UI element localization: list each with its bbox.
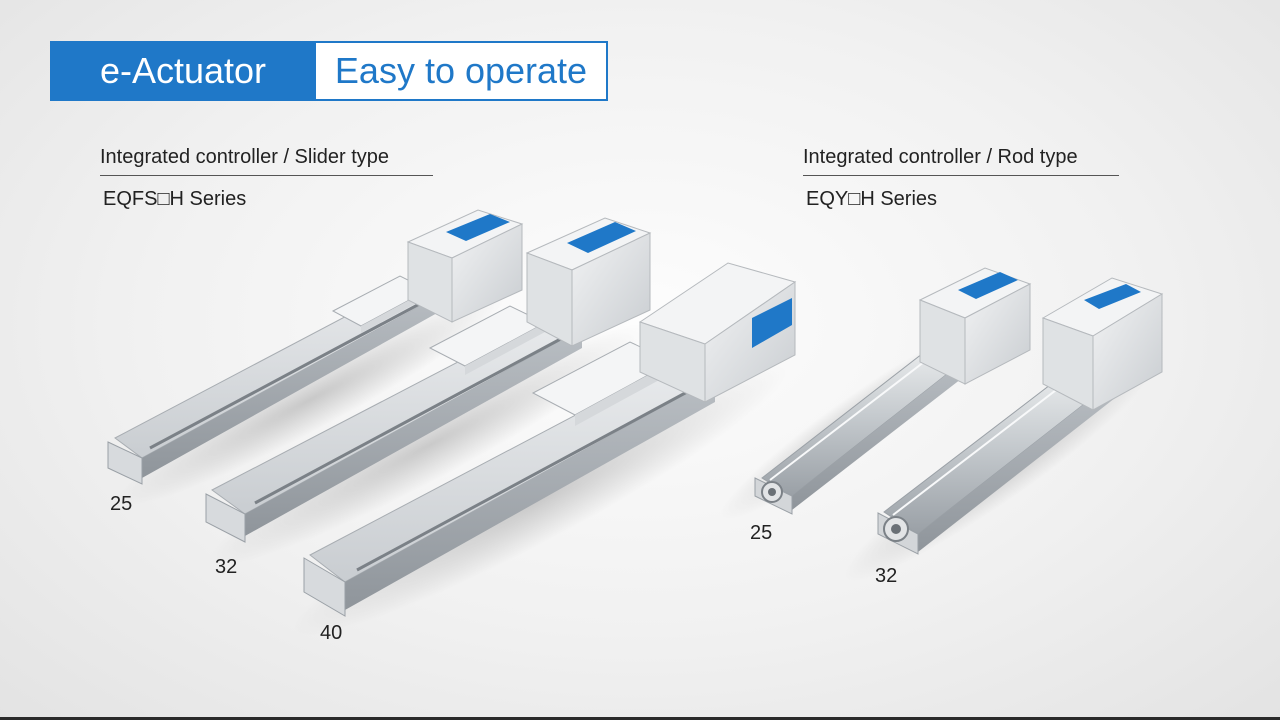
slider-actuator-40: [292, 262, 797, 637]
slider-size-25-label: 25: [110, 493, 133, 515]
rod-type-title: Integrated controller / Rod type: [803, 146, 1119, 176]
slider-size-40-label: 40: [320, 622, 343, 644]
slider-series-label: EQFS□H Series: [103, 188, 247, 210]
rod-size-25-label: 25: [750, 522, 773, 544]
rod-size-32-label: 32: [875, 565, 898, 587]
slider-type-title: Integrated controller / Slider type: [100, 146, 433, 176]
rod-series-label: EQY□H Series: [806, 188, 938, 210]
title-banner: e-Actuator Easy to operate: [50, 41, 608, 101]
bottom-border: [0, 717, 1280, 720]
slider-actuator-25: [107, 209, 524, 507]
brand-label: e-Actuator: [50, 41, 316, 101]
slider-actuator-32: [205, 217, 652, 567]
rod-actuator-32: [843, 277, 1164, 582]
rod-actuator-25: [719, 267, 1032, 520]
slider-size-32-label: 32: [215, 556, 238, 578]
tagline-label: Easy to operate: [316, 41, 608, 101]
